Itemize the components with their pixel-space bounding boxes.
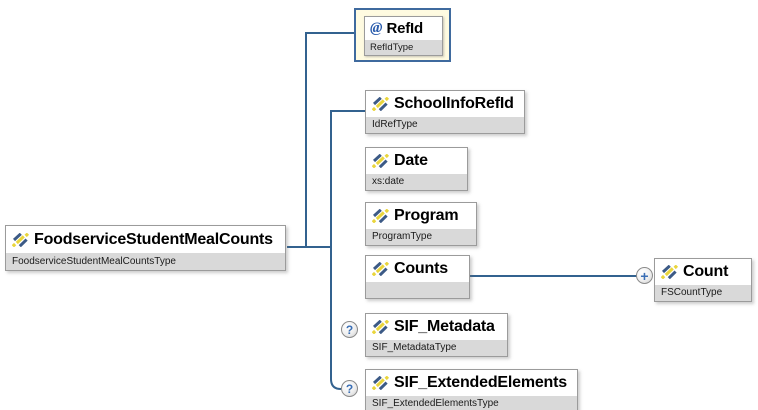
node-title: FoodserviceStudentMealCounts [34,230,273,248]
element-icon [372,320,389,334]
element-icon [372,97,389,111]
node-schoolinforefid[interactable]: SchoolInfoRefId IdRefType [365,90,525,134]
node-foodservice-student-meal-counts[interactable]: FoodserviceStudentMealCounts Foodservice… [5,225,286,271]
node-title-row: SIF_Metadata [366,314,507,340]
node-type-label: ProgramType [366,229,476,245]
node-title: Count [683,263,729,280]
node-type-label: SIF_MetadataType [366,340,507,356]
optional-question-badge: ? [341,321,358,338]
node-title-row: Date [366,148,467,174]
node-title-row: FoodserviceStudentMealCounts [6,226,285,253]
element-icon [372,154,389,168]
connector-children-trunk [330,110,365,390]
node-title-row: SIF_ExtendedElements [366,370,577,396]
node-title-row: Count [655,259,751,285]
node-title-row: Counts [366,256,469,282]
refid-highlight-container: @ RefId RefIdType [354,8,451,62]
node-refid-attribute[interactable]: @ RefId RefIdType [364,16,443,56]
node-type-label: FSCountType [655,285,751,301]
element-icon [661,265,678,279]
element-icon [372,262,389,276]
node-title-row: SchoolInfoRefId [366,91,524,117]
node-counts[interactable]: Counts [365,255,470,299]
node-title: SchoolInfoRefId [394,95,514,112]
element-icon [12,232,29,247]
element-icon [661,265,678,279]
expand-plus-badge[interactable]: + [636,267,653,284]
connector-refid-branch [305,32,354,247]
node-type-label: SIF_ExtendedElementsType [366,396,577,410]
node-sif-metadata[interactable]: SIF_Metadata SIF_MetadataType [365,313,508,357]
node-type-label: FoodserviceStudentMealCountsType [6,253,285,270]
node-type-label: xs:date [366,174,467,190]
attribute-at-icon: @ [370,20,383,36]
node-title: SIF_ExtendedElements [394,374,567,391]
node-title: Counts [394,260,448,277]
node-date[interactable]: Date xs:date [365,147,468,191]
element-icon [12,232,29,247]
element-icon [372,320,389,334]
element-icon [372,97,389,111]
node-title: RefId [386,20,423,37]
node-sif-extendedelements[interactable]: SIF_ExtendedElements SIF_ExtendedElement… [365,369,578,410]
optional-question-badge: ? [341,380,358,397]
node-program[interactable]: Program ProgramType [365,202,477,246]
element-icon [372,209,389,223]
node-title: Date [394,152,428,169]
element-icon [372,154,389,168]
element-icon [372,376,389,390]
element-icon [372,376,389,390]
node-type-label: RefIdType [365,40,442,55]
element-icon [372,209,389,223]
node-type-label [366,282,469,298]
node-title: Program [394,207,459,224]
node-title-row: Program [366,203,476,229]
element-icon [372,262,389,276]
node-title-row: @ RefId [365,17,442,40]
node-title: SIF_Metadata [394,318,495,335]
node-count[interactable]: Count FSCountType [654,258,752,302]
node-type-label: IdRefType [366,117,524,133]
